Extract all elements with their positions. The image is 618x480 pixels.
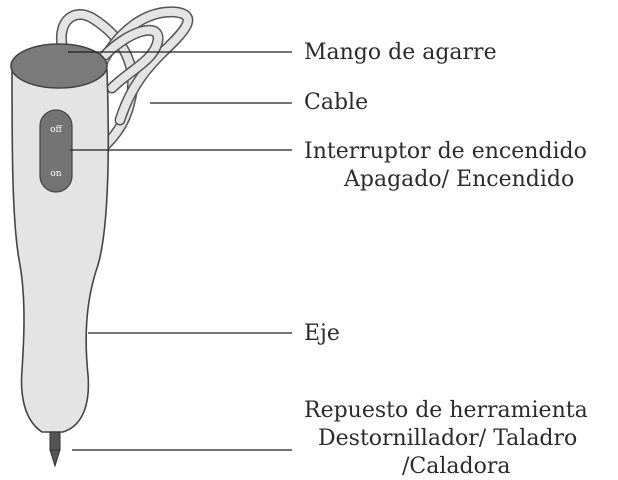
switch-off-label: off — [50, 125, 62, 135]
label-shaft: Eje — [304, 321, 340, 346]
leader-lines — [68, 51, 292, 451]
label-tool-line2: Destornillador/ Taladro — [318, 426, 578, 451]
label-cable: Cable — [304, 90, 369, 115]
handle-cap — [10, 43, 108, 89]
label-tool-line3: /Caladora — [402, 454, 511, 479]
label-handle: Mango de agarre — [304, 40, 497, 65]
label-switch-line2: Apagado/ Encendido — [344, 167, 575, 192]
tool-bit — [49, 431, 61, 468]
tool-body — [11, 69, 110, 433]
power-switch[interactable]: off on — [39, 109, 73, 193]
cable — [55, 6, 194, 156]
switch-on-label: on — [50, 169, 61, 179]
label-tool-line1: Repuesto de herramienta — [304, 398, 588, 423]
label-switch-line1: Interruptor de encendido — [304, 139, 587, 164]
